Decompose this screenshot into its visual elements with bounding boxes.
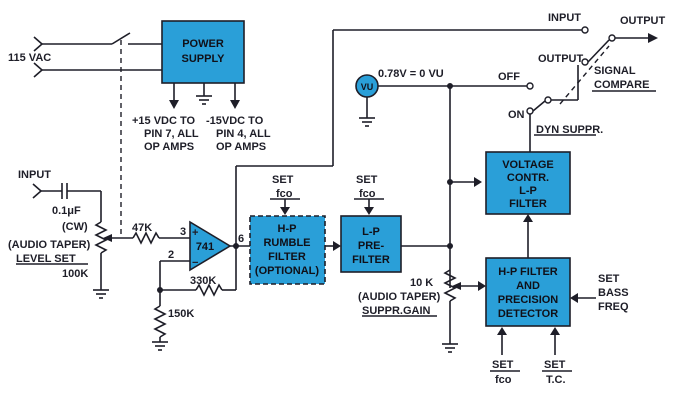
ac-input-label: 115 VAC	[8, 52, 51, 64]
lp-prefilter-block: SET fco L-P PRE- FILTER	[340, 174, 402, 273]
set-fco-2-line-2: fco	[359, 188, 376, 200]
dyn-suppr-label: DYN SUPPR.	[536, 124, 603, 136]
vu-level-label: 0.78V = 0 VU	[378, 68, 444, 80]
vu-meter: VU 0.78V = 0 VU	[355, 68, 450, 127]
set-fco-1-line-2: fco	[276, 188, 293, 200]
set-tc-line-2: T.C.	[546, 374, 566, 386]
vc-lp-line-3: L-P	[519, 185, 537, 197]
pin3-label: 3	[180, 226, 186, 238]
set-fco-1-line-1: SET	[272, 174, 294, 186]
signal-compare-line-2: COMPARE	[594, 79, 649, 91]
minus15-line-3: OP AMPS	[216, 141, 266, 153]
set-bass-line-2: BASS	[598, 287, 629, 299]
lp-prefilter-line-1: L-P	[362, 226, 380, 238]
power-supply-line-1: POWER	[182, 38, 224, 50]
output-top-label: OUTPUT	[620, 15, 666, 27]
set-fco-3: SET fco	[490, 327, 520, 386]
hp-detector-line-3: PRECISION	[498, 294, 559, 306]
hp-rumble-line-3: FILTER	[268, 251, 306, 263]
input-left-label: INPUT	[18, 169, 51, 181]
audio-taper-2-label: (AUDIO TAPER)	[358, 291, 441, 303]
set-fco-2-line-1: SET	[356, 174, 378, 186]
pin6-label: 6	[238, 233, 244, 245]
power-supply-line-2: SUPPLY	[181, 53, 225, 65]
hp-detector-block: H-P FILTER AND PRECISION DETECTOR	[485, 257, 571, 327]
set-bass-freq: SET BASS FREQ	[570, 273, 629, 313]
audio-taper-label: (AUDIO TAPER)	[8, 239, 91, 251]
on-label: ON	[508, 109, 525, 121]
hp-rumble-line-2: RUMBLE	[263, 237, 310, 249]
vc-lp-line-1: VOLTAGE	[502, 159, 554, 171]
r150k-label: 150K	[168, 308, 194, 320]
signal-compare-switch: INPUT OUTPUT OUTPUT SIGNAL COMPARE	[538, 12, 666, 92]
set-tc-line-1: SET	[544, 359, 566, 371]
r47k-label: 47K	[132, 222, 152, 234]
plus15-line-2: PIN 7, ALL	[144, 128, 199, 140]
opamp-minus-sign: −	[192, 257, 198, 269]
signal-compare-line-1: SIGNAL	[594, 65, 636, 77]
cap-label: 0.1μF	[52, 205, 81, 217]
plus15-line-3: OP AMPS	[144, 141, 194, 153]
off-label: OFF	[498, 71, 520, 83]
hp-rumble-line-4: (OPTIONAL)	[255, 265, 319, 277]
set-fco-3-line-1: SET	[492, 359, 514, 371]
hp-detector-line-2: AND	[516, 280, 540, 292]
power-rails: +15 VDC TO PIN 7, ALL OP AMPS -15VDC TO …	[132, 83, 271, 153]
vc-lp-line-2: CONTR.	[507, 172, 549, 184]
dyn-suppr-switch: ON DYN SUPPR.	[508, 45, 610, 152]
set-bass-line-1: SET	[598, 273, 620, 285]
suppr-gain-label: SUPPR.GAIN	[362, 305, 431, 317]
opamp-label: 741	[196, 241, 214, 253]
lp-prefilter-line-2: PRE-	[358, 240, 385, 252]
left-input: INPUT 0.1μF (CW) (AUDIO TAPER) LEVEL SET…	[8, 169, 133, 299]
set-fco-3-line-2: fco	[495, 374, 512, 386]
opamp-plus-sign: +	[192, 227, 198, 239]
vu-meter-label: VU	[361, 82, 374, 92]
input-top-label: INPUT	[548, 12, 581, 24]
hp-detector-line-1: H-P FILTER	[498, 266, 558, 278]
cw-label: (CW)	[62, 221, 88, 233]
minus15-line-2: PIN 4, ALL	[216, 128, 271, 140]
power-switch	[111, 32, 162, 236]
set-bass-line-3: FREQ	[598, 301, 629, 313]
plus15-line-1: +15 VDC TO	[132, 115, 196, 127]
pot-100k-label: 100K	[62, 268, 88, 280]
lp-prefilter-line-3: FILTER	[352, 254, 390, 266]
output-mid-label: OUTPUT	[538, 53, 584, 65]
r330k-label: 330K	[190, 275, 216, 287]
pin2-label: 2	[168, 249, 174, 261]
pot-10k-label: 10 K	[410, 277, 433, 289]
minus15-line-1: -15VDC TO	[206, 115, 264, 127]
vc-lp-line-4: FILTER	[509, 198, 547, 210]
vc-lp-filter-block: VOLTAGE CONTR. L-P FILTER	[485, 151, 571, 215]
hp-rumble-line-1: H-P	[278, 223, 297, 235]
ac-input: 115 VAC	[8, 36, 162, 78]
level-set-label: LEVEL SET	[16, 253, 76, 265]
suppr-gain-pot: 10 K (AUDIO TAPER) SUPPR.GAIN	[358, 269, 486, 353]
hp-detector-line-4: DETECTOR	[498, 308, 558, 320]
op-amp-stage: 47K 3 741 + − 2 150K 330K 6	[132, 29, 582, 351]
hp-rumble-filter-block: SET fco H-P RUMBLE FILTER (OPTIONAL)	[249, 174, 326, 285]
power-supply-block: POWER SUPPLY	[161, 20, 245, 84]
set-tc: SET T.C.	[542, 327, 572, 386]
